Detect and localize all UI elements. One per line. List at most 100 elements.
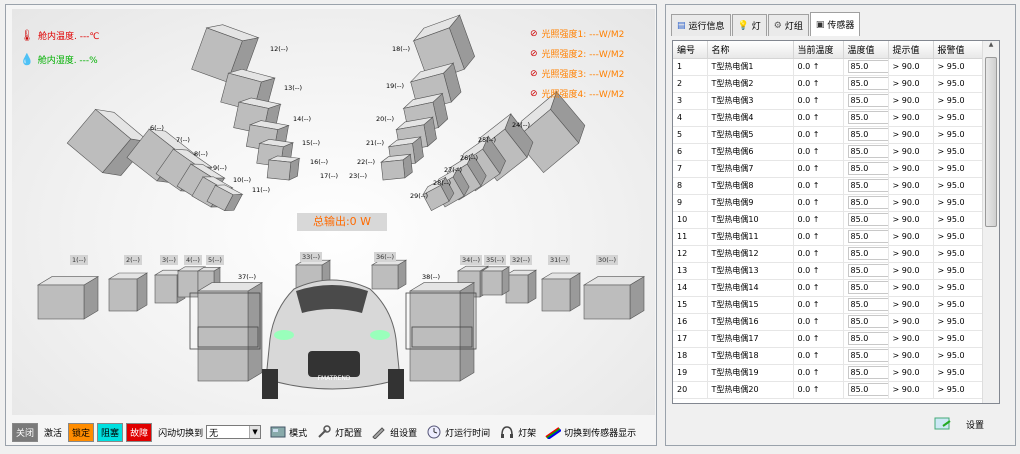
- flash-switch-select[interactable]: 无 ▼: [206, 425, 262, 439]
- group-settings-button[interactable]: 组设置: [371, 425, 417, 439]
- temperature-value-field[interactable]: 85.0: [847, 264, 887, 277]
- column-header[interactable]: 提示值: [888, 41, 934, 59]
- column-header[interactable]: 报警值: [933, 41, 984, 59]
- lamp-32[interactable]: [504, 269, 538, 304]
- chevron-down-icon[interactable]: ▼: [249, 426, 261, 438]
- temperature-value-field[interactable]: 85.0: [847, 349, 887, 362]
- lamp-label[interactable]: 22(--): [357, 158, 376, 166]
- temperature-value-field[interactable]: 85.0: [847, 145, 887, 158]
- lamp-2[interactable]: [107, 272, 149, 312]
- lamp-label[interactable]: 14(--): [293, 115, 312, 123]
- lamp-6[interactable]: [66, 102, 151, 183]
- temperature-value-field[interactable]: 85.0: [847, 247, 887, 260]
- settings-button[interactable]: 设置: [934, 417, 984, 431]
- lamp-label[interactable]: 13(--): [284, 84, 303, 92]
- temperature-value-field[interactable]: 85.0: [847, 60, 887, 73]
- lamp-1[interactable]: [36, 276, 100, 320]
- column-header[interactable]: 名称: [707, 41, 794, 59]
- lamp-label[interactable]: 5(--): [206, 255, 224, 265]
- temperature-value-field[interactable]: 85.0: [847, 281, 887, 294]
- temperature-value-field[interactable]: 85.0: [847, 366, 887, 379]
- lamp-29[interactable]: [421, 176, 456, 212]
- lamp-label[interactable]: 20(--): [376, 115, 395, 123]
- lamp-18[interactable]: [411, 14, 478, 83]
- temperature-value-field[interactable]: 85.0: [847, 315, 887, 328]
- tab-sensor[interactable]: ▣ 传感器: [809, 12, 861, 36]
- lamp-label[interactable]: 38(--): [422, 273, 441, 281]
- mode-button[interactable]: 模式: [270, 425, 307, 439]
- scrollbar-thumb[interactable]: [985, 57, 997, 227]
- temperature-value-field[interactable]: 85.0: [847, 230, 887, 243]
- lamp-config-button[interactable]: 灯配置: [316, 425, 362, 439]
- lamp-label[interactable]: 26(--): [460, 154, 479, 162]
- column-header[interactable]: 当前温度: [793, 41, 844, 59]
- lamp-label[interactable]: 21(--): [366, 139, 385, 147]
- lamp-label[interactable]: 2(--): [124, 255, 142, 265]
- lamp-label[interactable]: 35(--): [484, 255, 507, 265]
- lamp-label[interactable]: 1(--): [70, 255, 88, 265]
- lamp-label[interactable]: 27(--): [444, 166, 463, 174]
- tab-lamp-group[interactable]: ⚙ 灯组: [767, 14, 809, 36]
- lamp-38[interactable]: [408, 282, 476, 382]
- lamp-label[interactable]: 25(--): [478, 136, 497, 144]
- lamp-label[interactable]: 18(--): [392, 45, 411, 53]
- lamp-label[interactable]: 8(--): [194, 150, 208, 158]
- lamp-label[interactable]: 24(--): [512, 121, 531, 129]
- lamp-label[interactable]: 19(--): [386, 82, 405, 90]
- lamp-label[interactable]: 23(--): [349, 172, 368, 180]
- lamp-label[interactable]: 4(--): [184, 255, 202, 265]
- lamp-label[interactable]: 11(--): [252, 186, 271, 194]
- lamp-label[interactable]: 6(--): [150, 124, 164, 132]
- tab-run-info[interactable]: ▤ 运行信息: [671, 14, 731, 36]
- lamp-36[interactable]: [370, 259, 408, 290]
- temperature-value-field[interactable]: 85.0: [847, 162, 887, 175]
- lamp-label[interactable]: 33(--): [300, 252, 323, 262]
- close-legend[interactable]: 关闭: [12, 422, 39, 442]
- lamp-label[interactable]: 31(--): [548, 255, 571, 265]
- lamp-label[interactable]: 34(--): [460, 255, 483, 265]
- temperature-value-field[interactable]: 85.0: [847, 298, 887, 311]
- vertical-scrollbar[interactable]: ▲: [982, 41, 999, 403]
- lamp-17[interactable]: [266, 155, 301, 181]
- temperature-value-field[interactable]: 85.0: [847, 196, 887, 209]
- lamp-35[interactable]: [480, 266, 511, 296]
- lamp-label[interactable]: 12(--): [270, 45, 289, 53]
- temperature-value-field[interactable]: 85.0: [847, 332, 887, 345]
- lamp-label[interactable]: 15(--): [302, 139, 321, 147]
- lamp-label[interactable]: 37(--): [238, 273, 257, 281]
- temperature-value-field[interactable]: 85.0: [847, 383, 887, 396]
- column-header[interactable]: 温度值: [843, 41, 889, 59]
- lamp-37[interactable]: [196, 282, 264, 382]
- lamp-label[interactable]: 9(--): [213, 164, 227, 172]
- temperature-value-field[interactable]: 85.0: [847, 94, 887, 107]
- lamp-label[interactable]: 30(--): [596, 255, 619, 265]
- lamp-11[interactable]: [206, 181, 244, 214]
- lamp-rack-button[interactable]: 灯架: [499, 425, 536, 439]
- lamp-label[interactable]: 16(--): [310, 158, 329, 166]
- tab-lamp[interactable]: 💡 灯: [731, 14, 767, 36]
- switch-sensor-display-button[interactable]: 切换到传感器显示: [545, 425, 636, 439]
- lamp-23[interactable]: [380, 153, 413, 181]
- lamp-31[interactable]: [540, 272, 582, 312]
- lamp-label[interactable]: 36(--): [374, 252, 397, 262]
- lamp-label[interactable]: 10(--): [233, 176, 252, 184]
- lamp-runtime-button[interactable]: 灯运行时间: [426, 425, 490, 439]
- temperature-value-field[interactable]: 85.0: [847, 111, 887, 124]
- lamp-label[interactable]: 28(--): [433, 179, 452, 187]
